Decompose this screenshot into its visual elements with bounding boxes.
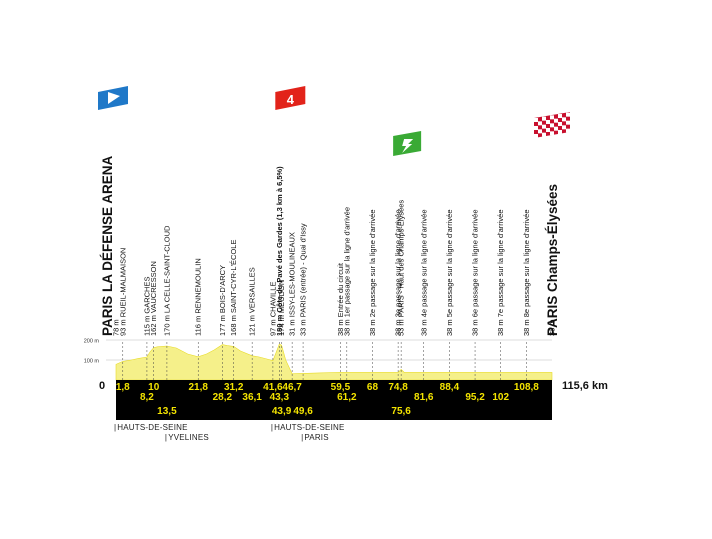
waypoint-label: 38 m 7e passage sur la ligne d'arrivée (496, 209, 505, 336)
checkered-square (562, 117, 566, 122)
waypoint-label: 180 m Côte du Pavé des Gardes (1,3 km à … (275, 166, 284, 336)
checkered-square (542, 116, 546, 121)
waypoint-label: 38 m 1er passage sur la ligne d'arrivée (342, 207, 351, 336)
waypoint-km-label: 61,2 (337, 392, 357, 403)
waypoint-km-label: 21,8 (188, 382, 208, 393)
checkered-square (542, 132, 546, 137)
checkered-square (566, 112, 570, 117)
checkered-square (538, 121, 542, 126)
start-arrow-icon (108, 92, 120, 104)
waypoint-label: 38 m 5e passage sur la ligne d'arrivée (445, 209, 454, 336)
waypoint-label: 97 m CHAVILLE (268, 282, 277, 336)
waypoint-km-label: 88,4 (440, 382, 460, 393)
checkered-square (542, 124, 546, 129)
checkered-square (546, 120, 550, 124)
checkered-square (534, 126, 538, 130)
altitude-label: 200 m (84, 339, 100, 345)
waypoint-label: 38 m Entrée du circuit (336, 262, 345, 336)
climb-category-label: 4 (287, 92, 295, 107)
start-town-label: PARIS LA DÉFENSE ARENA (100, 155, 115, 336)
sprint-bolt-icon (402, 139, 414, 153)
waypoint-km-label: 49,6 (293, 406, 313, 417)
waypoint-label: 38 m (548, 319, 557, 336)
region-label: PARIS (301, 433, 329, 442)
waypoint-km-label: 8,2 (140, 392, 154, 403)
waypoint-km-label: 28,2 (213, 392, 233, 403)
waypoint-label: 168 m SAINT-CYR-L'ÉCOLE (229, 240, 238, 336)
region-label: HAUTS-DE-SEINE (114, 423, 188, 432)
checkered-square (558, 114, 562, 118)
waypoint-label: 121 m VERSAILLES (248, 267, 257, 336)
waypoint-km-label: 43,9 (272, 406, 292, 417)
waypoint-label: 53 m PARIS - Haut des Champs-Élysées (397, 200, 406, 336)
waypoint-label: 38 m 3e passage sur la ligne d'arrivée (394, 209, 403, 336)
waypoint-km-label: 68 (367, 382, 379, 393)
waypoint-km-label: 13,5 (157, 406, 177, 417)
waypoint-label: 33 m PARIS (entrée) - Quai d'Issy (299, 223, 308, 336)
checkered-square (566, 120, 570, 125)
checkered-square (534, 134, 538, 138)
elevation-profile (115, 343, 553, 381)
region-label: YVELINES (165, 433, 209, 442)
waypoint-label: 162 m VAUCRESSON (149, 261, 158, 336)
waypoint-km-label: 1,8 (116, 382, 130, 393)
waypoint-label: 38 m 8e passage sur la ligne d'arrivée (522, 209, 531, 336)
waypoint-label: 93 m RUEIL-MALMAISON (118, 248, 127, 336)
waypoint-label: 174 m MEUDON (277, 280, 286, 336)
waypoint-km-label: 46,7 (282, 382, 302, 393)
checkered-square (554, 126, 558, 131)
waypoint-label: 115 m GARCHES (142, 277, 151, 336)
finish-town-label: PARIS Champs-Élysées (545, 184, 560, 336)
waypoint-km-label: 59,5 (331, 382, 351, 393)
checkered-square (562, 125, 566, 130)
checkered-square (558, 130, 562, 134)
waypoint-label: 170 m LA CELLE-SAINT-CLOUD (162, 225, 171, 336)
climb-category-flag-icon (275, 86, 306, 110)
checkered-square (558, 122, 562, 126)
waypoint-km-label: 43,3 (270, 392, 290, 403)
waypoint-label: 38 m 2e passage sur la ligne d'arrivée (368, 209, 377, 336)
waypoint-km-label: 36,1 (242, 392, 262, 403)
altitude-label: 100 m (84, 359, 100, 365)
distance-zero-label: 0 (99, 380, 106, 392)
waypoint-km-label: 102 (492, 392, 509, 403)
checkered-square (550, 131, 554, 136)
checkered-square (566, 128, 570, 133)
waypoint-label: 38 m 6e passage sur la ligne d'arrivée (471, 209, 480, 336)
checkered-square (550, 115, 554, 120)
waypoint-km-label: 31,2 (224, 382, 244, 393)
checkered-square (538, 129, 542, 134)
waypoint-label: 116 m RENNEMOULIN (194, 258, 203, 336)
waypoint-km-label: 10 (148, 382, 160, 393)
waypoint-km-label: 95,2 (465, 392, 485, 403)
waypoint-label: 38 m 4e passage sur la ligne d'arrivée (419, 209, 428, 336)
waypoint-km-label: 75,6 (391, 406, 411, 417)
waypoint-km-label: 74,8 (388, 382, 408, 393)
total-distance: 115,6 km (562, 380, 608, 392)
checkered-square (550, 123, 554, 128)
waypoint-km-label: 108,8 (514, 382, 539, 393)
region-label: HAUTS-DE-SEINE (271, 423, 345, 432)
waypoint-km-label: 41,6 (263, 382, 283, 393)
waypoint-label: 78 m (112, 319, 121, 336)
waypoint-label: 177 m BOIS-D'ARCY (218, 265, 227, 336)
waypoint-label: 31 m ISSY-LES-MOULINEAUX (288, 232, 297, 336)
checkered-square (546, 128, 550, 132)
checkered-square (534, 118, 538, 122)
waypoint-km-label: 81,6 (414, 392, 434, 403)
checkered-square (554, 118, 558, 123)
distance-band (116, 380, 552, 420)
